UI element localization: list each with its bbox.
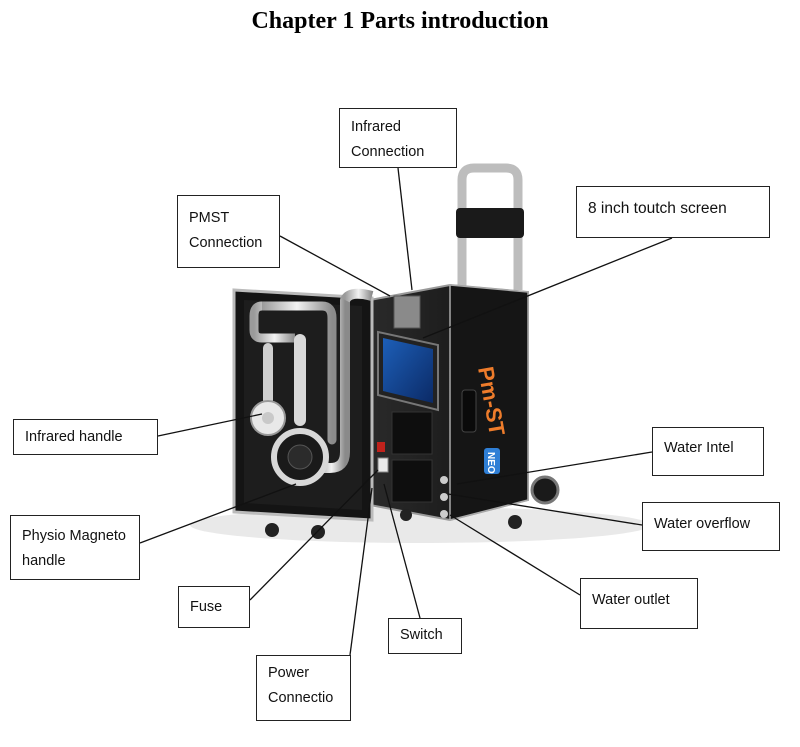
touch-screen bbox=[377, 330, 439, 412]
label-switch: Switch bbox=[388, 618, 462, 654]
label-fuse: Fuse bbox=[178, 586, 250, 628]
page-title: Chapter 1 Parts introduction bbox=[251, 8, 549, 34]
trolley-handle bbox=[456, 163, 524, 290]
label-infrared-handle: Infrared handle bbox=[13, 419, 158, 455]
label-infrared-connection: Infrared Connection bbox=[339, 108, 457, 168]
label-water-intel: Water Intel bbox=[652, 427, 764, 476]
label-water-outlet: Water outlet bbox=[580, 578, 698, 629]
label-physio-magneto-handle: Physio Magneto handle bbox=[10, 515, 140, 580]
label-touch-screen: 8 inch toutch screen bbox=[576, 186, 770, 238]
label-pmst-connection: PMST Connection bbox=[177, 195, 280, 268]
wheels bbox=[265, 475, 560, 539]
label-power-connection: Power Connectio bbox=[256, 655, 351, 721]
label-water-overflow: Water overflow bbox=[642, 502, 780, 551]
infrared-port bbox=[393, 295, 421, 329]
open-lid bbox=[232, 288, 389, 522]
logo-badge: NEO bbox=[485, 452, 496, 474]
leader-lines bbox=[139, 167, 673, 656]
